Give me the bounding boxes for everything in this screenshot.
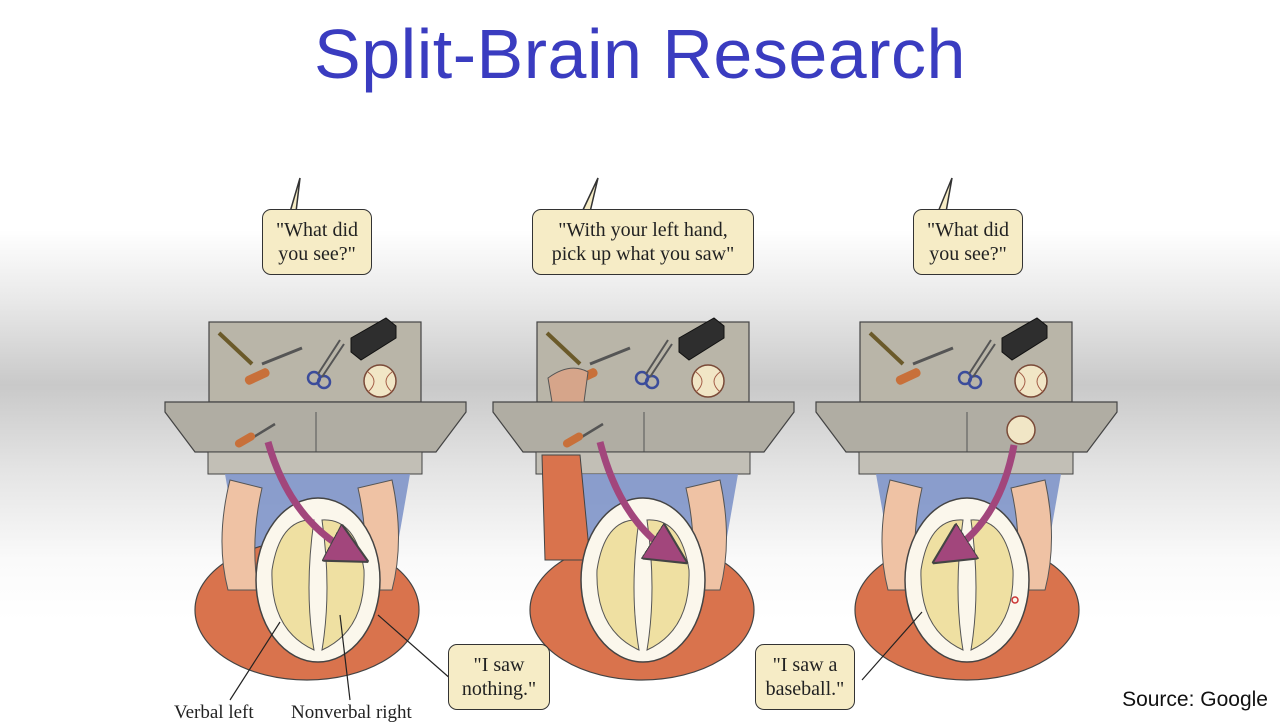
baseball-icon: [691, 364, 725, 398]
stapler-icon: [350, 317, 397, 361]
speech-tail: [580, 177, 599, 213]
baseball-icon: [363, 364, 397, 398]
right-hemisphere: [970, 519, 1014, 651]
speech-tail: [936, 177, 953, 213]
signal-arrow: [596, 441, 670, 552]
slide-title: Split-Brain Research: [314, 15, 966, 93]
speech-tail: [288, 177, 301, 213]
source-credit: Source: Google: [1122, 688, 1268, 711]
pencil-icon: [545, 331, 582, 366]
panel-3: [815, 177, 1118, 681]
left-hemisphere: [271, 519, 315, 651]
screwdriver-icon: [589, 346, 631, 366]
stapler-icon: [678, 317, 725, 361]
stapler-icon: [1001, 317, 1048, 361]
signal-arrow: [950, 444, 1018, 552]
signal-arrow: [264, 441, 350, 552]
verbal-left-label: Verbal left: [174, 702, 254, 723]
pencil-icon: [868, 331, 905, 366]
scissors-icon: [634, 339, 673, 390]
reaching-hand: [547, 367, 589, 403]
pencil-icon: [217, 331, 254, 366]
reply-bubble-panel-3: "I saw a baseball.": [755, 644, 855, 710]
scissors-icon: [957, 339, 996, 390]
screwdriver-icon: [912, 346, 954, 366]
baseball-icon: [1014, 364, 1048, 398]
panel-2: [492, 177, 795, 681]
reply-bubble-panel-1: "I saw nothing.": [448, 644, 550, 710]
left-hemisphere: [596, 519, 640, 651]
hidden-baseball-icon: [1006, 415, 1036, 445]
panel-1: [164, 177, 467, 701]
speech-bubble-panel-2: "With your left hand, pick up what you s…: [532, 209, 754, 275]
screwdriver-icon: [261, 346, 303, 366]
scissors-icon: [306, 339, 345, 390]
speech-bubble-panel-1: "What did you see?": [262, 209, 372, 275]
speech-bubble-panel-3: "What did you see?": [913, 209, 1023, 275]
nonverbal-right-label: Nonverbal right: [291, 702, 412, 723]
